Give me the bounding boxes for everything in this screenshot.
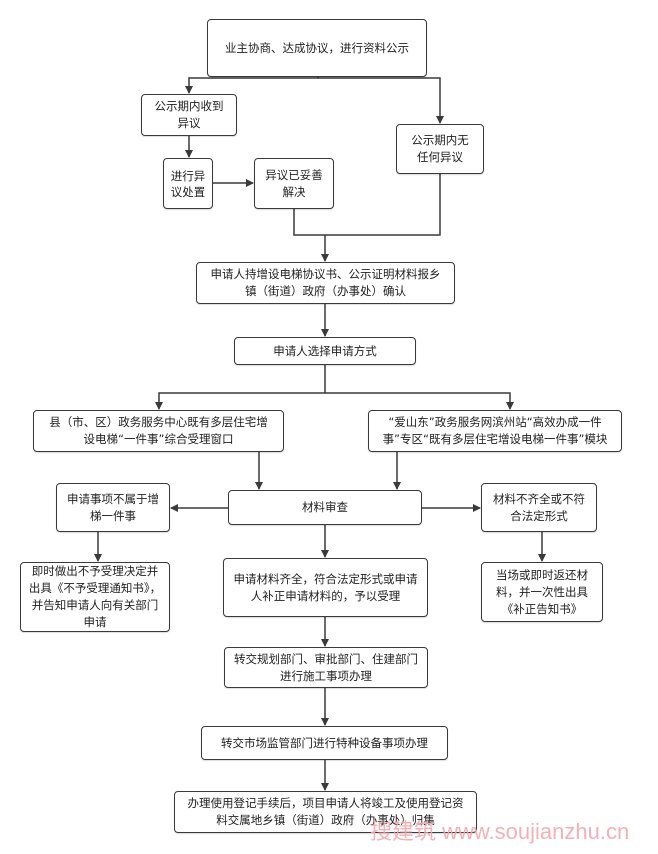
node-objection-received: 公示期内收到异议: [141, 94, 237, 136]
node-not-applicable: 申请事项不属于增梯一件事: [56, 483, 170, 532]
node-online-module: “爱山东”政务服务网滨州站“高效办成一件事”专区“既有多层住宅增设电梯一件事”模…: [368, 410, 622, 452]
node-transfer-construction-label: 转交规划部门、审批部门、住建部门进行施工事项办理: [234, 651, 418, 683]
node-objection-received-label: 公示期内收到异议: [154, 99, 224, 130]
node-not-applicable-label: 申请事项不属于增梯一件事: [67, 491, 159, 523]
node-reject-notice: 即时做出不予受理决定并出具《不予受理通知书》，并告知申请人向有关部门申请: [20, 562, 170, 632]
node-archive: 办理使用登记手续后，项目申请人将竣工及使用登记资料交属地乡镇（街道）政府（办事处…: [174, 791, 477, 833]
node-transfer-market-label: 转交市场监管部门进行特种设备事项办理: [221, 735, 428, 750]
node-offline-window-label: 县（市、区）政务服务中心既有多层住宅增设电梯“一件事”综合受理窗口: [49, 415, 268, 446]
node-transfer-construction: 转交规划部门、审批部门、住建部门进行施工事项办理: [224, 647, 428, 688]
node-return-materials: 当场或即时返还材料，并一次性出具《补正告知书》: [481, 562, 603, 622]
node-objection-resolved: 异议已妥善解决: [254, 158, 334, 209]
node-archive-label: 办理使用登记手续后，项目申请人将竣工及使用登记资料交属地乡镇（街道）政府（办事处…: [187, 796, 464, 827]
node-accept: 申请材料齐全，符合法定形式或申请人补正申请材料的，予以受理: [223, 558, 428, 617]
node-transfer-market: 转交市场监管部门进行特种设备事项办理: [201, 726, 448, 760]
edge-choose-to-offline: [155, 365, 326, 410]
node-offline-window: 县（市、区）政务服务中心既有多层住宅增设电梯“一件事”综合受理窗口: [33, 410, 284, 452]
node-incomplete: 材料不齐全或不符合法定形式: [481, 483, 597, 532]
node-report-confirm-label: 申请人持增设电梯协议书、公示证明材料报乡镇（街道）政府（办事处）确认: [210, 267, 441, 298]
edge-resolved-to-merge: [293, 209, 325, 236]
node-no-objection: 公示期内无任何异议: [396, 124, 484, 174]
node-return-materials-label: 当场或即时返还材料，并一次性出具《补正告知书》: [496, 567, 588, 616]
node-choose-method: 申请人选择申请方式: [234, 337, 416, 365]
node-report-confirm: 申请人持增设电梯协议书、公示证明材料报乡镇（街道）政府（办事处）确认: [196, 262, 455, 304]
node-accept-label: 申请材料齐全，符合法定形式或申请人补正申请材料的，予以受理: [233, 571, 418, 603]
node-online-module-label: “爱山东”政务服务网滨州站“高效办成一件事”专区“既有多层住宅增设电梯一件事”模…: [382, 415, 608, 446]
node-objection-resolved-label: 异议已妥善解决: [265, 167, 323, 199]
watermark: 搜建筑 www.soujianzhu.cn: [370, 819, 630, 844]
edge-choose-to-online: [325, 392, 514, 410]
node-reject-notice-label: 即时做出不予受理决定并出具《不予受理通知书》，并告知申请人向有关部门申请: [28, 564, 162, 629]
node-incomplete-label: 材料不齐全或不符合法定形式: [493, 491, 585, 523]
node-start: 业主协商、达成协议，进行资料公示: [207, 19, 427, 77]
edge-start-to-objection-received: [185, 77, 319, 94]
node-objection-handling: 进行异议处置: [163, 158, 213, 209]
node-no-objection-label: 公示期内无任何异议: [411, 133, 469, 164]
node-choose-method-label: 申请人选择申请方式: [273, 343, 377, 358]
node-material-review: 材料审查: [228, 490, 422, 525]
edge-start-to-no-objection: [318, 77, 444, 124]
edge-no-objection-to-merge: [325, 174, 441, 236]
node-material-review-label: 材料审查: [302, 500, 348, 514]
node-objection-handling-label: 进行异议处置: [170, 168, 206, 199]
node-start-label: 业主协商、达成协议，进行资料公示: [225, 40, 409, 55]
